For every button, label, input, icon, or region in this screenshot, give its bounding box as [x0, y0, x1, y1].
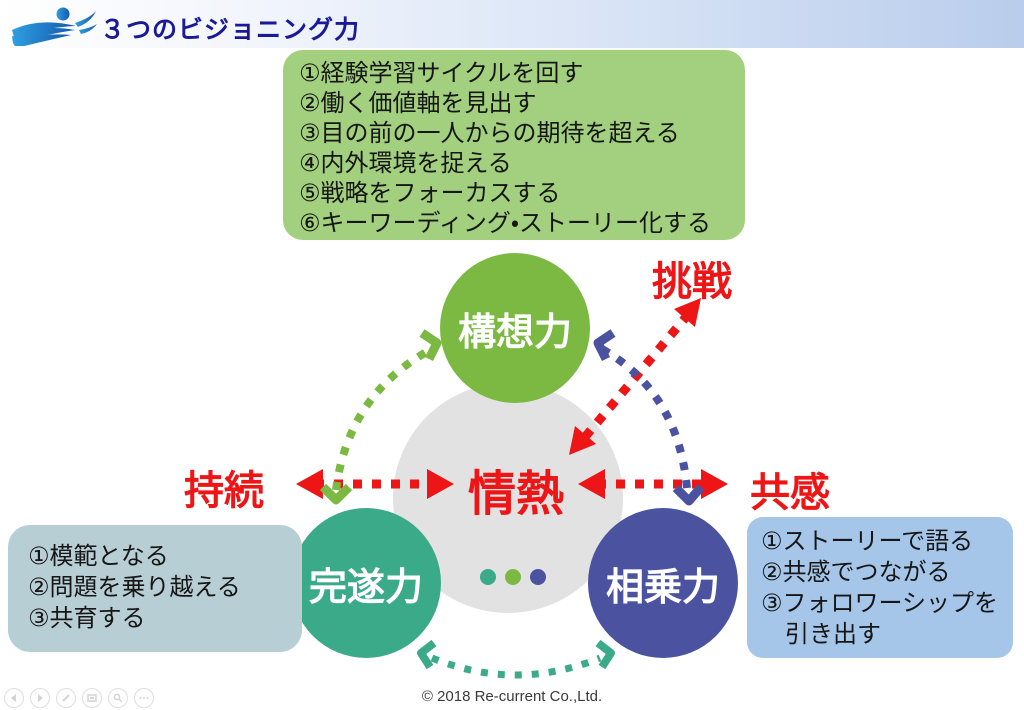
slides-icon: [87, 694, 97, 702]
vision-point: ⑥キーワーディング・ストーリー化する: [299, 210, 711, 237]
vision-circle-label: 構想力: [457, 311, 572, 354]
next-icon: [38, 694, 43, 702]
vision-point: ②働く価値軸を見出す: [299, 90, 537, 117]
dot-navy: [530, 569, 546, 585]
dot-teal: [480, 569, 496, 585]
synergy-circle: 相乗力: [588, 508, 738, 658]
previous-slide-button[interactable]: [4, 688, 24, 708]
completion-point: ②問題を乗り越える: [28, 574, 241, 601]
next-slide-button[interactable]: [30, 688, 50, 708]
dot-green: [505, 569, 521, 585]
challenge-label: 挑戦: [652, 260, 732, 304]
more-icon: [139, 697, 149, 699]
prev-icon: [11, 694, 16, 702]
company-logo-icon: [12, 7, 97, 46]
synergy-point: 引き出す: [761, 621, 881, 648]
copyright-text: © 2018 Re-current Co.,Ltd.: [421, 688, 603, 705]
completion-points-box: ①模範となる ②問題を乗り越える ③共育する: [8, 525, 302, 652]
pen-icon: [62, 694, 70, 702]
vision-point: ③目の前の一人からの期待を超える: [299, 120, 680, 147]
vision-circle: 構想力: [440, 253, 590, 403]
arc-completion-synergy: [417, 639, 615, 679]
vision-point: ⑤戦略をフォーカスする: [299, 180, 561, 207]
synergy-points-box: ①ストーリーで語る ②共感でつながる ③フォロワーシップを 引き出す: [747, 517, 1013, 658]
synergy-point: ②共感でつながる: [761, 559, 951, 586]
pen-button[interactable]: [56, 688, 76, 708]
slide-title: ３つのビジョニング力: [100, 16, 361, 44]
completion-circle: 完遂力: [291, 508, 441, 658]
more-options-button[interactable]: [134, 688, 154, 708]
vision-points-box: ①経験学習サイクルを回す ②働く価値軸を見出す ③目の前の一人からの期待を超える…: [283, 50, 745, 240]
synergy-point: ③フォロワーシップを: [761, 590, 999, 617]
completion-point: ①模範となる: [28, 543, 169, 570]
slideshow-controls: [4, 688, 154, 708]
vision-point: ①経験学習サイクルを回す: [299, 60, 584, 87]
empathy-label: 共感: [750, 471, 830, 515]
passion-label: 情熱: [467, 468, 564, 521]
completion-point: ③共育する: [28, 605, 146, 632]
zoom-button[interactable]: [108, 688, 128, 708]
show-slides-button[interactable]: [82, 688, 102, 708]
vision-point: ④内外環境を捉える: [299, 150, 512, 177]
zoom-icon: [113, 693, 123, 703]
header-bar: ３つのビジョニング力: [0, 0, 1024, 48]
synergy-circle-label: 相乗力: [605, 566, 720, 609]
sustain-label: 持続: [184, 469, 264, 513]
synergy-point: ①ストーリーで語る: [761, 528, 974, 555]
completion-circle-label: 完遂力: [308, 566, 423, 609]
